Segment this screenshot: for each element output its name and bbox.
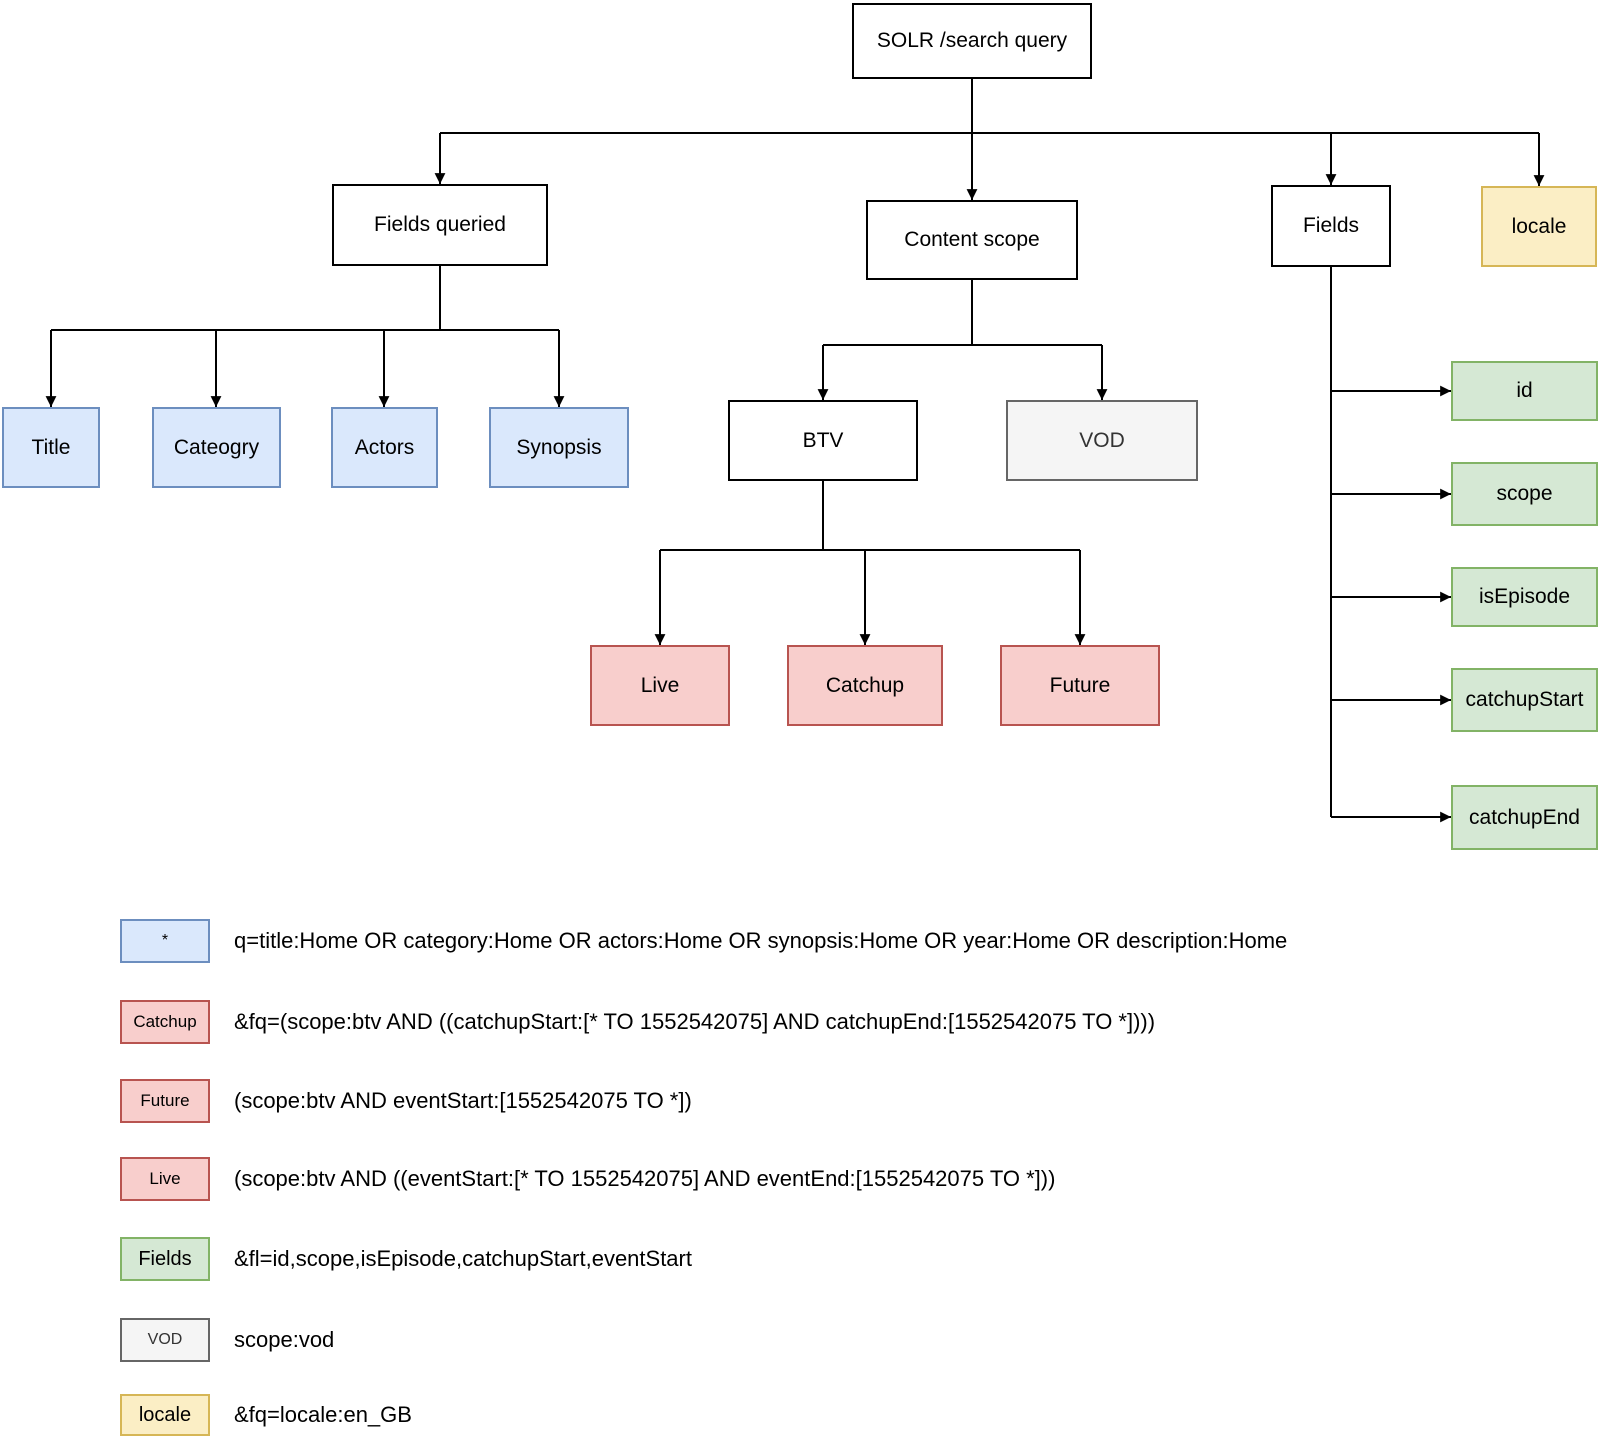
legend-row-all-fields: * q=title:Home OR category:Home OR actor… [120,919,1287,963]
node-solr-search-query: SOLR /search query [852,3,1092,79]
legend-text-vod: scope:vod [234,1327,335,1352]
node-title: Title [2,407,100,488]
legend-row-locale: locale &fq=locale:en_GB [120,1393,412,1436]
node-actors: Actors [331,407,438,488]
legend-key-catchup: Catchup [120,1000,210,1044]
legend-key-fields: Fields [120,1237,210,1281]
legend-row-live: Live (scope:btv AND ((eventStart:[* TO 1… [120,1157,1055,1201]
node-locale: locale [1481,186,1597,267]
legend-text-locale: &fq=locale:en_GB [234,1402,412,1427]
legend-key-locale: locale [120,1394,210,1436]
legend-row-future: Future (scope:btv AND eventStart:[155254… [120,1079,692,1123]
node-synopsis: Synopsis [489,407,629,488]
legend-key-star: * [120,919,210,963]
node-future: Future [1000,645,1160,726]
node-field-scope: scope [1451,462,1598,526]
legend-text-query: q=title:Home OR category:Home OR actors:… [234,928,1288,953]
legend-key-future: Future [120,1079,210,1123]
legend-row-fields: Fields &fl=id,scope,isEpisode,catchupSta… [120,1237,692,1281]
node-field-id: id [1451,361,1598,421]
legend-text-future: (scope:btv AND eventStart:[1552542075 TO… [234,1088,692,1113]
node-fields: Fields [1271,185,1391,267]
node-live: Live [590,645,730,726]
node-field-catchupend: catchupEnd [1451,785,1598,850]
legend-text-fields: &fl=id,scope,isEpisode,catchupStart,even… [234,1246,692,1271]
legend-row-catchup: Catchup &fq=(scope:btv AND ((catchupStar… [120,1000,1155,1044]
legend-row-vod: VOD scope:vod [120,1318,334,1362]
node-vod: VOD [1006,400,1198,481]
node-btv: BTV [728,400,918,481]
node-field-catchupstart: catchupStart [1451,668,1598,732]
node-content-scope: Content scope [866,200,1078,280]
legend-key-vod: VOD [120,1318,210,1362]
legend-text-live: (scope:btv AND ((eventStart:[* TO 155254… [234,1166,1056,1191]
node-category: Cateogry [152,407,281,488]
node-fields-queried: Fields queried [332,184,548,266]
node-field-isepisode: isEpisode [1451,567,1598,627]
node-catchup: Catchup [787,645,943,726]
legend-key-live: Live [120,1157,210,1201]
legend-text-catchup: &fq=(scope:btv AND ((catchupStart:[* TO … [234,1009,1156,1034]
